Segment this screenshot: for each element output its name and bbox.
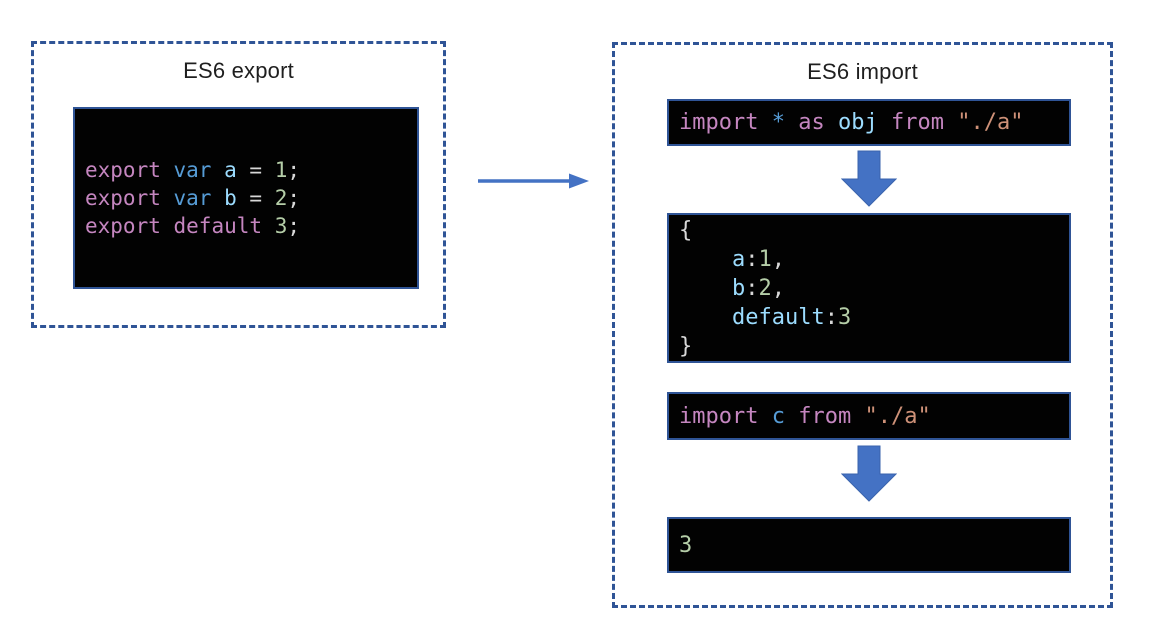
down-arrow-icon — [841, 445, 897, 502]
code-line: export default 3; — [85, 214, 300, 238]
code-line: a:1, — [731, 246, 785, 272]
export-to-import-arrow-icon — [478, 173, 589, 189]
es6-import-panel: ES6 import import * as obj from "./a" { … — [612, 42, 1113, 608]
code-line: } — [679, 333, 693, 359]
code-line: import * as obj from "./a" — [679, 110, 1024, 135]
code-line: default:3 — [731, 304, 852, 330]
code-line: export var b = 2; — [85, 186, 301, 210]
es6-export-panel: ES6 export export var a = 1; export var b… — [31, 41, 446, 328]
import-star-code-block: import * as obj from "./a" — [667, 99, 1071, 146]
export-code-block: export var a = 1; export var b = 2; export… — [73, 107, 419, 289]
code-line: b:2, — [731, 275, 785, 301]
down-arrow-icon — [841, 150, 897, 207]
code-line: export var a = 1; — [85, 158, 301, 182]
export-panel-title: ES6 export — [183, 58, 294, 83]
code-line: { — [679, 217, 693, 243]
import-panel-title: ES6 import — [807, 59, 918, 84]
default-value-code-block: 3 — [667, 517, 1071, 573]
code-line: import c from "./a" — [679, 403, 931, 429]
import-default-code-block: import c from "./a" — [667, 392, 1071, 440]
namespace-object-code-block: { a:1, b:2, default:3} — [667, 213, 1071, 363]
code-line: 3 — [679, 532, 693, 558]
